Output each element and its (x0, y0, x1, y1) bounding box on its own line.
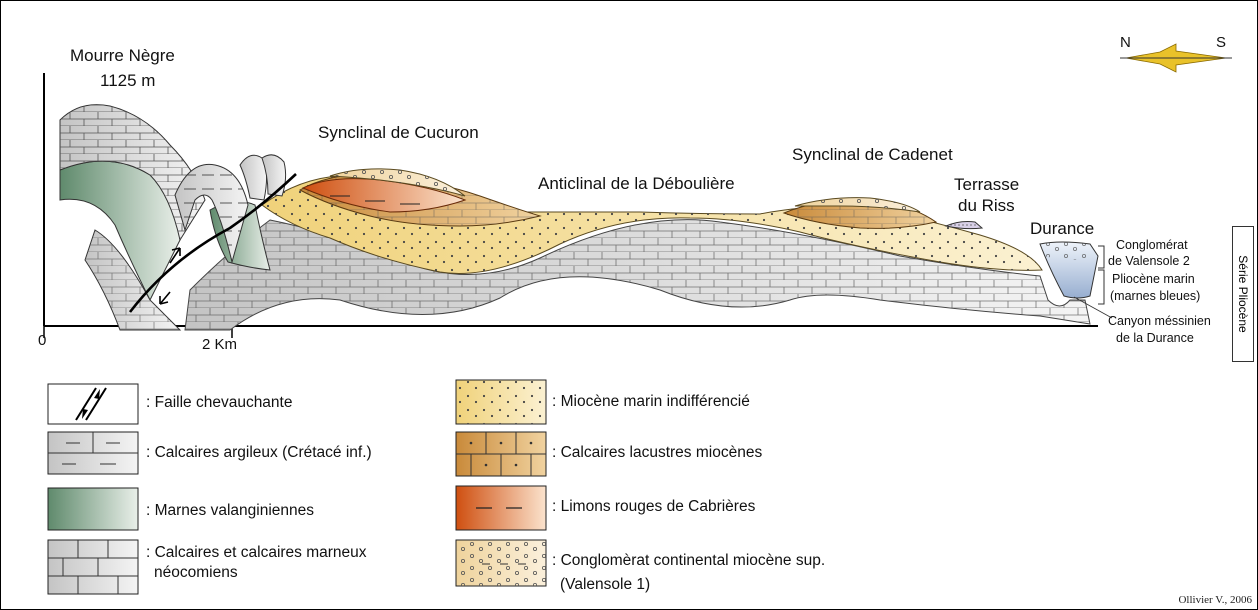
legend-calcaires-neocomiens-label: : Calcaires et calcaires marneux (146, 544, 367, 563)
legend-conglomerat-label: : Conglomèrat continental miocène sup. (552, 552, 825, 571)
legend-marnes-label: : Marnes valanginiennes (146, 502, 314, 521)
terrace-label-line2: du Riss (958, 196, 1015, 216)
legend-calcaires-argileux-label: : Calcaires argileux (Crétacé inf.) (146, 444, 372, 463)
legend-faille-label: : Faille chevauchante (146, 394, 292, 413)
terrace-label-line1: Terrasse (954, 175, 1019, 195)
legend-swatch-miocene (456, 380, 546, 424)
scale-zero: 0 (38, 332, 46, 349)
durance-label: Durance (1030, 219, 1094, 239)
legend-swatch-limons (456, 486, 546, 530)
legend-lacustre-label: : Calcaires lacustres miocènes (552, 444, 762, 463)
legend-swatch-faille (48, 384, 138, 424)
legend-calcaires-neocomiens-label-2: néocomiens (154, 564, 238, 583)
syncline-cadenet-label: Synclinal de Cadenet (792, 145, 953, 165)
serie-pliocene-tag: Série Pliocène (1232, 226, 1254, 362)
legend-swatch-calcaires-neocomiens (48, 540, 138, 594)
pliocene-annot-line1: Pliocène marin (1112, 272, 1195, 286)
compass-north: N (1120, 34, 1131, 51)
anticline-label: Anticlinal de la Déboulière (538, 174, 735, 194)
legend-limons-label: : Limons rouges de Cabrières (552, 498, 755, 517)
canyon-annot-line2: de la Durance (1116, 331, 1194, 345)
legend-swatch-conglomerat (456, 540, 546, 586)
peak-height: 1125 m (100, 71, 155, 91)
peak-label: Mourre Nègre (70, 46, 175, 66)
scale-2km: 2 Km (202, 336, 237, 353)
canyon-annot-line1: Canyon méssinien (1108, 314, 1211, 328)
pliocene-annot-line2: (marnes bleues) (1110, 289, 1200, 303)
compass-south: S (1216, 34, 1226, 51)
conglomerat-annot-line2: de Valensole 2 (1108, 254, 1190, 268)
syncline-cucuron-label: Synclinal de Cucuron (318, 123, 479, 143)
legend-swatch-lacustre (456, 432, 546, 476)
credit-text: Ollivier V., 2006 (1178, 594, 1252, 606)
legend-conglomerat-label-2: (Valensole 1) (560, 576, 650, 595)
legend-swatch-marnes (48, 488, 138, 530)
legend-miocene-label: : Miocène marin indifférencié (552, 393, 750, 412)
legend-swatch-calcaires-argileux (48, 432, 138, 474)
conglomerat-annot-line1: Conglomérat (1116, 238, 1188, 252)
